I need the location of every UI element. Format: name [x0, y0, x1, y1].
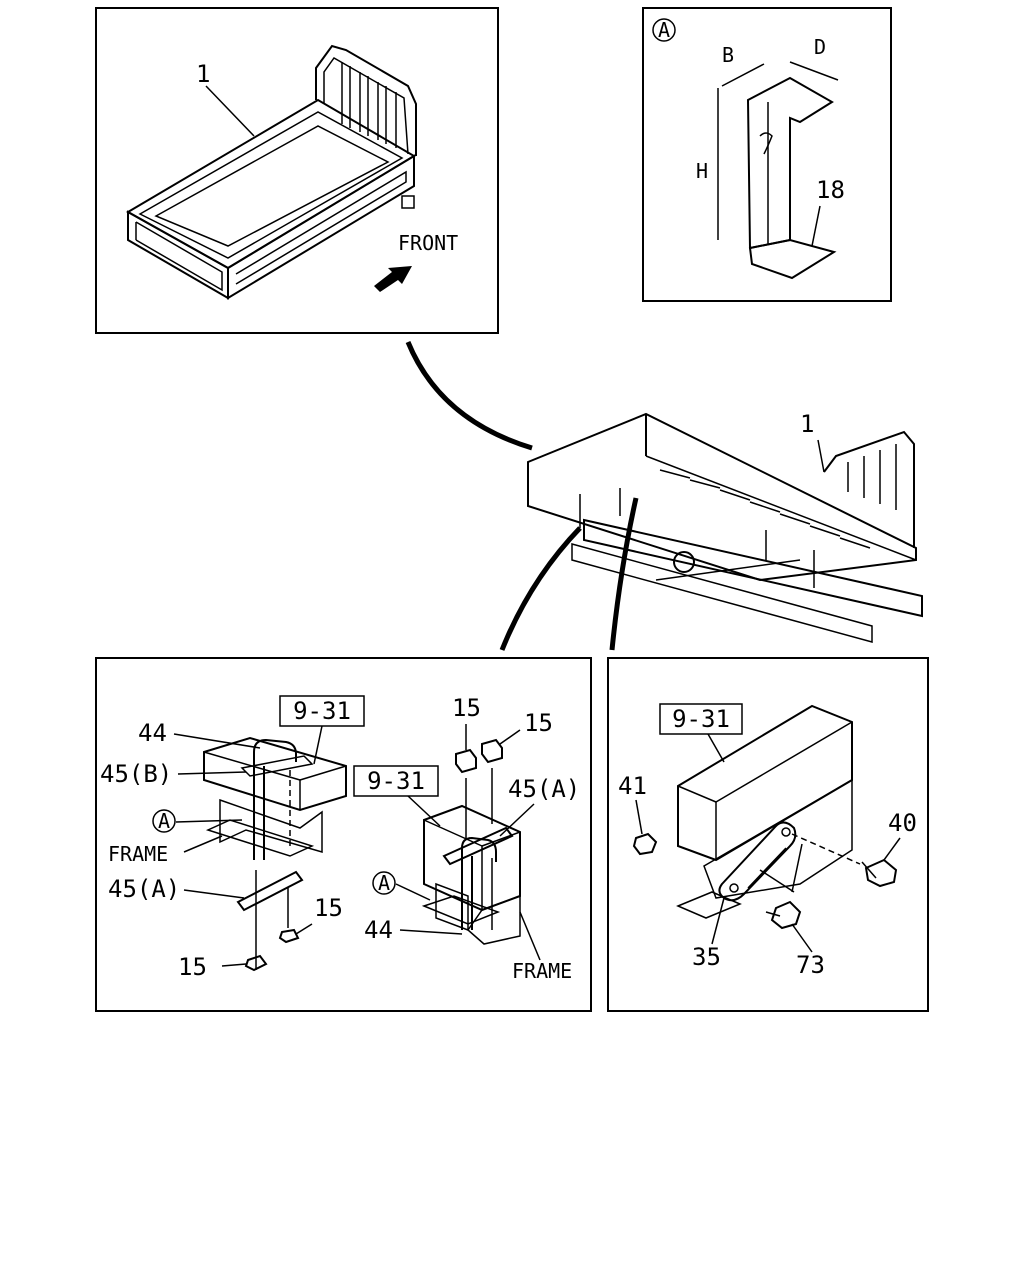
callout-45b: 45(B)	[100, 760, 172, 788]
ref-box-label: 9-31	[367, 767, 425, 795]
leader-line	[177, 771, 247, 775]
dim-b: B	[722, 43, 734, 67]
ref-box-9-31	[659, 703, 743, 735]
leader-line	[173, 733, 261, 749]
leader-line	[183, 835, 223, 853]
callout-41: 41	[618, 772, 647, 800]
right-ubolt-assembly	[421, 738, 521, 945]
leader-line	[519, 911, 541, 961]
leader-line	[205, 85, 255, 137]
frame-label: FRAME	[512, 959, 572, 983]
leader-line	[399, 929, 463, 935]
callout-44: 44	[138, 719, 167, 747]
dim-d-line	[789, 61, 839, 81]
connector-curve	[499, 526, 582, 651]
panel-border	[642, 7, 892, 302]
panel-border	[95, 7, 499, 334]
beam-drawing	[632, 704, 898, 930]
front-arrow-icon	[374, 266, 412, 292]
dim-b-line	[721, 63, 765, 87]
leader-line	[221, 963, 247, 967]
panel-border	[607, 657, 929, 1012]
leader-line	[395, 883, 431, 901]
circle-a-letter: A	[378, 871, 390, 895]
callout-15: 15	[314, 894, 343, 922]
leader-line	[499, 803, 535, 837]
bracket-drawing	[746, 76, 837, 280]
panel-border	[95, 657, 592, 1012]
leader-line	[175, 819, 243, 823]
callout-15: 15	[524, 709, 553, 737]
leader-line	[811, 205, 821, 247]
center-chassis-drawing	[527, 412, 923, 643]
leader-line	[313, 725, 323, 765]
callout-35: 35	[692, 943, 721, 971]
callout-18: 18	[816, 176, 845, 204]
leader-line	[791, 923, 813, 953]
leader-line	[183, 889, 245, 899]
connector-curve	[405, 341, 533, 451]
panel-truck-bed: 1 FRONT	[95, 7, 499, 334]
circle-a-marker	[152, 809, 176, 833]
leader-line	[295, 923, 313, 935]
ref-box-9-31	[353, 765, 439, 797]
frame-label: FRAME	[108, 842, 168, 866]
dim-h: H	[696, 159, 708, 183]
leader-line	[499, 729, 521, 745]
callout-45a: 45(A)	[508, 775, 580, 803]
center-callout-1: 1	[800, 410, 814, 438]
circle-a-letter: A	[658, 18, 670, 42]
panel-bracket-mount: 9-31 41 40 35 73	[607, 657, 929, 1012]
ref-box-label: 9-31	[293, 697, 351, 725]
panel-ubolt-mounts: 9-31 44 45(B) A FRAME 45(A) 15 15	[95, 657, 592, 1012]
leader-line	[817, 439, 825, 473]
connector-curve	[609, 497, 639, 651]
leader-line	[883, 837, 901, 861]
circle-a-marker	[652, 18, 676, 42]
callout-15: 15	[452, 694, 481, 722]
callout-15: 15	[178, 953, 207, 981]
callout-1: 1	[196, 60, 210, 88]
dim-d: D	[814, 35, 826, 59]
panel-detail-a: A B D H 18	[642, 7, 892, 302]
leader-line	[707, 733, 725, 763]
callout-73: 73	[796, 951, 825, 979]
leader-line	[635, 799, 643, 835]
callout-44: 44	[364, 916, 393, 944]
left-ubolt-assembly	[203, 736, 347, 972]
callout-40: 40	[888, 809, 917, 837]
truck-bed-drawing	[125, 44, 417, 300]
front-label: FRONT	[398, 231, 458, 255]
leader-line	[711, 897, 725, 945]
circle-a-marker	[372, 871, 396, 895]
callout-45a: 45(A)	[108, 875, 180, 903]
circle-a-letter: A	[158, 809, 170, 833]
ref-box-label: 9-31	[672, 705, 730, 733]
leader-line	[407, 795, 441, 827]
